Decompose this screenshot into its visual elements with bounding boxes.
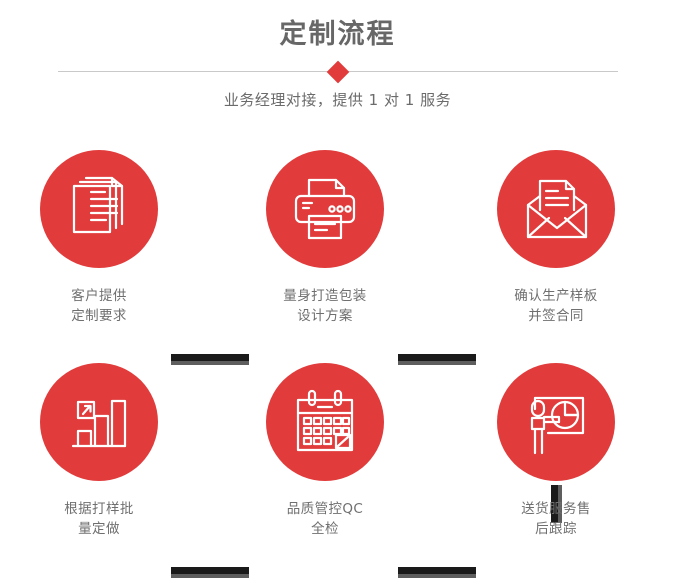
connector-step1-step2 [171,354,249,365]
connector-step4-step5 [171,567,249,578]
flow-step-6[interactable]: 送货服务售 后跟踪 [471,363,641,539]
step-2-caption: 量身打造包装 设计方案 [283,288,367,324]
step-3-circle[interactable] [497,150,615,268]
flow-step-3[interactable]: 确认生产样板 并签合同 [471,150,641,326]
flow-step-5[interactable]: 品质管控QC 全检 [240,363,410,539]
flow-step-1[interactable]: 客户提供 定制要求 [14,150,184,326]
calendar-check-icon [288,385,362,459]
step-1-circle[interactable] [40,150,158,268]
flow-step-4[interactable]: 根据打样批 量定做 [14,363,184,539]
step-4-circle[interactable] [40,363,158,481]
connector-step3-step6 [551,485,562,523]
presentation-person-icon [519,385,593,459]
flow-step-2[interactable]: 量身打造包装 设计方案 [240,150,410,326]
documents-icon [62,172,136,246]
step-6-circle[interactable] [497,363,615,481]
connector-step5-step6 [398,567,476,578]
step-1-caption: 客户提供 定制要求 [71,288,127,324]
step-2-circle[interactable] [266,150,384,268]
page-subtitle: 业务经理对接，提供 1 对 1 服务 [223,91,452,109]
connector-step2-step3 [398,354,476,365]
printer-icon [288,172,362,246]
step-4-caption: 根据打样批 量定做 [64,501,134,537]
step-5-caption: 品质管控QC 全检 [286,501,364,537]
step-6-caption: 送货服务售 后跟踪 [521,501,591,537]
envelope-letter-icon [519,172,593,246]
calendar-check-icon-wrap[interactable] [266,363,384,481]
title-divider [58,60,618,84]
page-title: 定制流程 [279,19,396,50]
step-3-caption: 确认生产样板 并签合同 [514,288,598,324]
bar-chart-growth-icon [62,385,136,459]
diamond-icon [326,60,350,84]
